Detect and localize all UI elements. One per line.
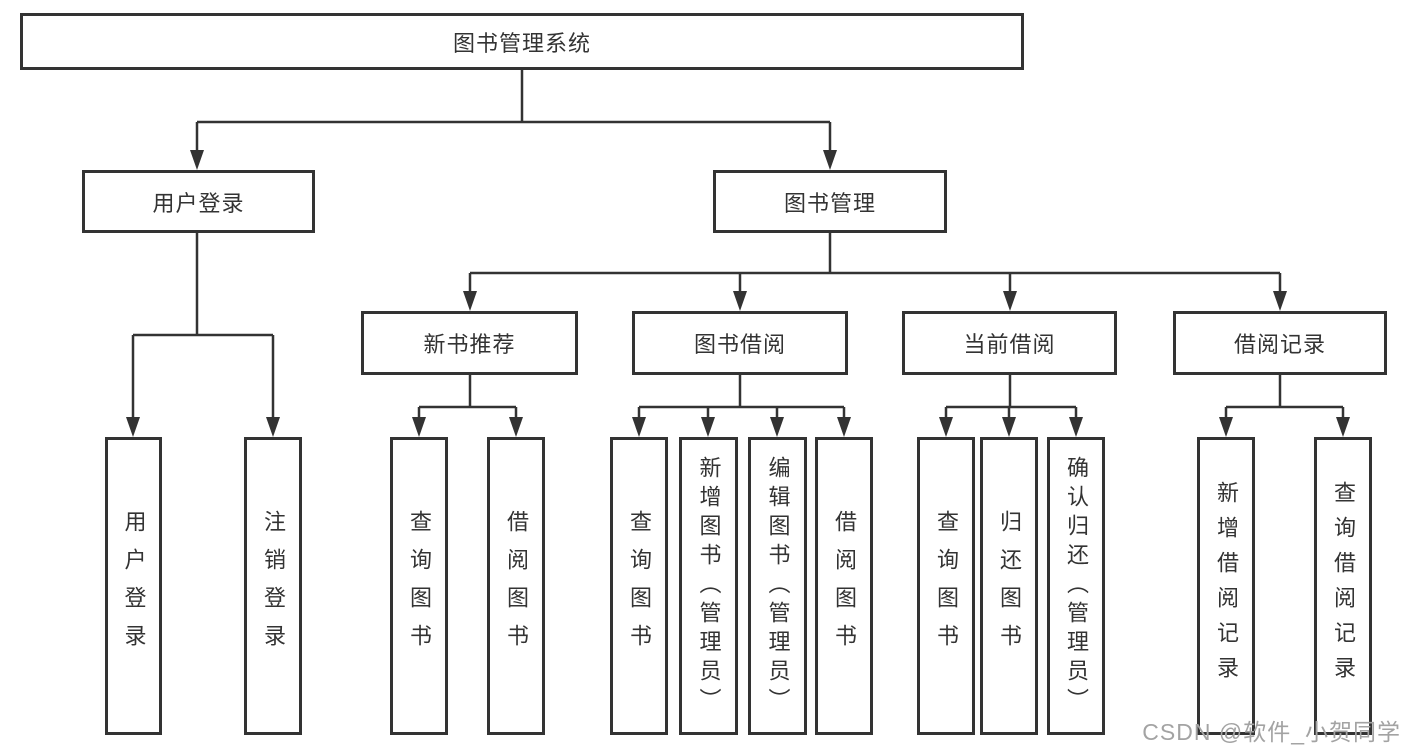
node-label: 借阅记录 bbox=[1233, 332, 1326, 357]
leaf-query-books-recommend: 查询图书 bbox=[390, 437, 448, 735]
node-label: 借阅图书 bbox=[504, 510, 529, 662]
node-label: 借阅图书 bbox=[832, 510, 857, 662]
node-label: 图书管理系统 bbox=[452, 30, 591, 56]
node-label: 确认归还（管理员） bbox=[1064, 455, 1089, 717]
csdn-watermark: CSDN @软件_小贺同学 bbox=[1142, 719, 1401, 745]
node-user-login: 用户登录 bbox=[82, 170, 315, 233]
node-book-borrowing: 图书借阅 bbox=[632, 311, 848, 375]
leaf-borrow-books-recommend: 借阅图书 bbox=[487, 437, 545, 735]
leaf-edit-books-admin: 编辑图书（管理员） bbox=[748, 437, 807, 735]
node-label: 查询图书 bbox=[627, 510, 652, 662]
node-new-book-recommendation: 新书推荐 bbox=[361, 311, 578, 375]
node-label: 归还图书 bbox=[997, 510, 1022, 662]
node-label: 新增借阅记录 bbox=[1214, 481, 1239, 691]
leaf-return-books: 归还图书 bbox=[980, 437, 1038, 735]
leaf-confirm-return-admin: 确认归还（管理员） bbox=[1047, 437, 1105, 735]
leaf-query-books-borrow: 查询图书 bbox=[610, 437, 668, 735]
node-label: 新书推荐 bbox=[423, 332, 516, 357]
node-borrowing-records: 借阅记录 bbox=[1173, 311, 1387, 375]
leaf-query-borrow-record: 查询借阅记录 bbox=[1314, 437, 1372, 735]
leaf-add-borrow-record: 新增借阅记录 bbox=[1197, 437, 1255, 735]
leaf-borrow-books: 借阅图书 bbox=[815, 437, 873, 735]
node-label: 用户登录 bbox=[152, 190, 245, 216]
leaf-query-books-current: 查询图书 bbox=[917, 437, 975, 735]
leaf-logout: 注销登录 bbox=[244, 437, 302, 735]
node-label: 新增图书（管理员） bbox=[696, 455, 722, 717]
node-book-management: 图书管理 bbox=[713, 170, 947, 233]
node-current-borrowing: 当前借阅 bbox=[902, 311, 1117, 375]
node-label: 查询图书 bbox=[934, 510, 959, 662]
node-label: 查询图书 bbox=[407, 510, 432, 662]
leaf-add-books-admin: 新增图书（管理员） bbox=[679, 437, 738, 735]
node-label: 图书借阅 bbox=[693, 332, 786, 357]
node-label: 编辑图书（管理员） bbox=[765, 455, 791, 717]
node-label: 查询借阅记录 bbox=[1331, 481, 1356, 691]
node-label: 当前借阅 bbox=[963, 332, 1056, 357]
node-label: 图书管理 bbox=[783, 190, 876, 216]
leaf-user-login: 用户登录 bbox=[105, 437, 162, 735]
node-label: 注销登录 bbox=[261, 510, 286, 662]
node-label: 用户登录 bbox=[121, 510, 147, 662]
node-root-library-system: 图书管理系统 bbox=[20, 13, 1024, 70]
